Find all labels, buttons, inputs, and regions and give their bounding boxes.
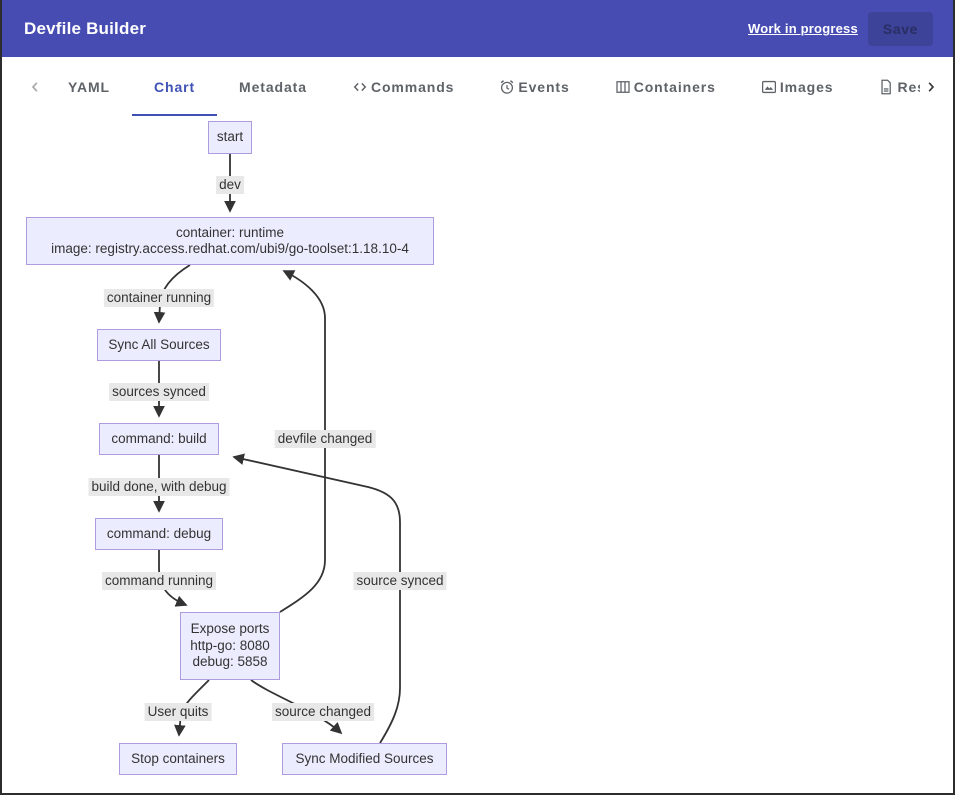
- work-in-progress-link[interactable]: Work in progress: [748, 21, 858, 36]
- tab-events[interactable]: Events: [476, 57, 591, 116]
- node-text-line: debug: 5858: [192, 654, 268, 670]
- edge-sync-modified-sources-to-command-build: [232, 453, 401, 744]
- tab-commands[interactable]: Commands: [329, 57, 476, 116]
- edge-label: devfile changed: [274, 430, 376, 448]
- edge-label: source synced: [353, 572, 447, 590]
- page-title: Devfile Builder: [24, 18, 147, 38]
- tab-label: Images: [779, 78, 834, 95]
- edge-label: container running: [103, 289, 215, 307]
- tab-metadata[interactable]: Metadata: [217, 57, 329, 116]
- tab-label: Events: [518, 78, 570, 95]
- tab-chart[interactable]: Chart: [131, 57, 218, 116]
- node-text-line: start: [216, 129, 244, 145]
- tab-scroll-left-button[interactable]: [24, 57, 46, 116]
- edge-label: source changed: [271, 703, 375, 721]
- node-command-debug: command: debug: [95, 518, 223, 550]
- node-text-line: http-go: 8080: [190, 637, 270, 653]
- tab-scroll-right-button[interactable]: [920, 57, 942, 116]
- node-text-line: container: runtime: [175, 224, 285, 240]
- node-sync-all-sources: Sync All Sources: [97, 329, 221, 361]
- clock-icon: [501, 79, 514, 94]
- tab-label: YAML: [68, 78, 110, 95]
- node-text-line: Expose ports: [190, 621, 270, 637]
- edge-label: command running: [101, 572, 217, 590]
- edge-label: sources synced: [109, 383, 209, 401]
- app-header: Devfile Builder Work in progress Save: [2, 0, 953, 57]
- tab-label: Commands: [370, 78, 455, 95]
- active-tab-underline: [131, 114, 218, 116]
- node-text-line: Stop containers: [131, 750, 225, 766]
- node-start: start: [208, 121, 252, 154]
- node-sync-modified-sources: Sync Modified Sources: [282, 743, 447, 775]
- tab-containers[interactable]: Containers: [592, 57, 738, 116]
- tab-label: Resources: [897, 78, 920, 95]
- tab-list: YAML Chart Metadata Commands Events Container…: [46, 57, 920, 116]
- node-text-line: command: debug: [106, 525, 212, 541]
- tab-yaml[interactable]: YAML: [46, 57, 132, 116]
- node-stop-containers: Stop containers: [119, 743, 237, 775]
- tab-images[interactable]: Images: [738, 57, 856, 116]
- tab-bar: YAML Chart Metadata Commands Events Container…: [2, 57, 953, 116]
- edge-label: User quits: [144, 703, 212, 721]
- tab-resources[interactable]: Resources: [855, 57, 920, 116]
- chevron-left-icon: [31, 81, 38, 92]
- node-command-build: command: build: [99, 423, 219, 455]
- chevron-right-icon: [928, 81, 935, 92]
- save-button[interactable]: Save: [867, 11, 933, 46]
- edge-label: build done, with debug: [88, 478, 230, 496]
- node-text-line: command: build: [111, 430, 207, 446]
- tab-label: Chart: [153, 78, 196, 95]
- node-text-line: Sync Modified Sources: [295, 750, 434, 766]
- document-icon: [881, 79, 892, 94]
- tab-label: Containers: [633, 78, 716, 95]
- edge-label: dev: [216, 176, 244, 194]
- node-text-line: Sync All Sources: [108, 336, 210, 352]
- tab-label: Metadata: [239, 78, 307, 95]
- node-text-line: image: registry.access.redhat.com/ubi9/g…: [51, 241, 409, 256]
- image-icon: [761, 80, 776, 93]
- code-icon: [353, 82, 367, 91]
- columns-icon: [616, 80, 630, 93]
